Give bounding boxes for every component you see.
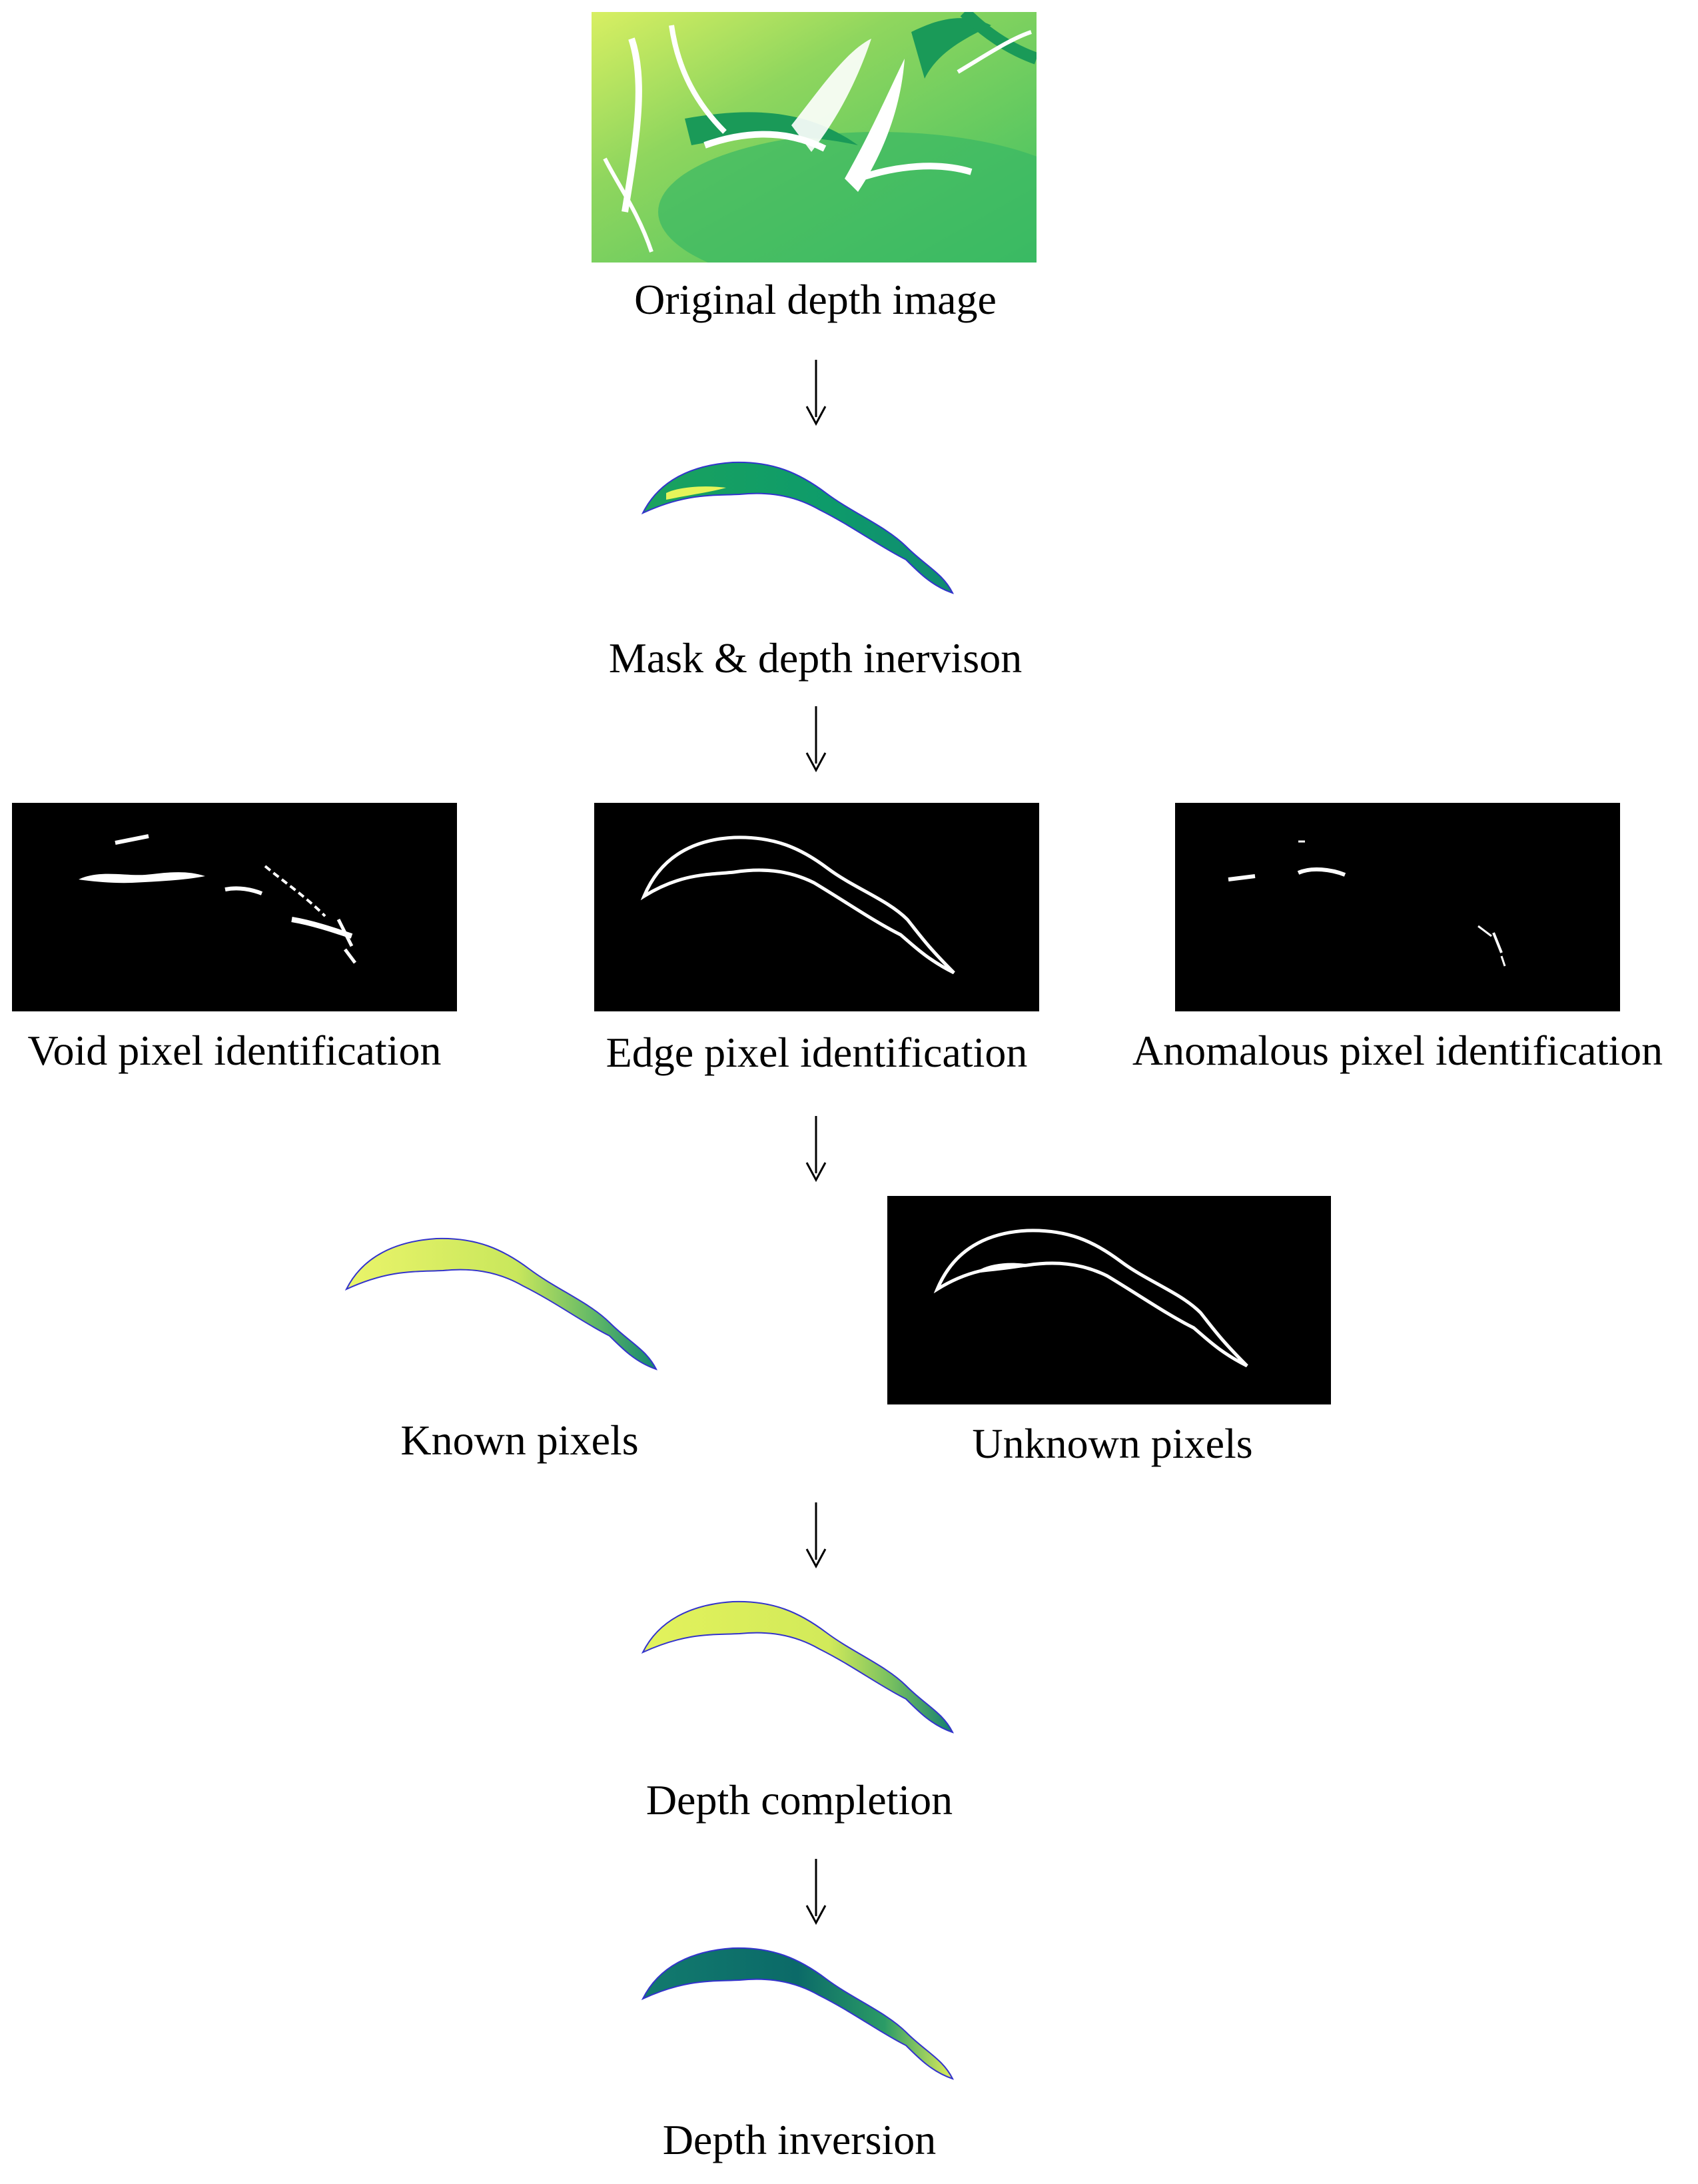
depth-inversion-image — [639, 1939, 959, 2085]
arrow-down-5 — [803, 1859, 829, 1925]
anomalous-pixel-panel — [1175, 803, 1620, 1011]
mask-leaf-image — [639, 453, 959, 600]
original-depth-image — [592, 12, 1037, 263]
caption-known-pixels: Known pixels — [400, 1416, 639, 1464]
caption-unknown-pixels: Unknown pixels — [972, 1420, 1253, 1467]
edge-pixel-panel — [594, 803, 1039, 1011]
unknown-pixels-panel — [887, 1196, 1331, 1404]
arrow-down-2 — [803, 706, 829, 773]
depth-completion-image — [639, 1592, 959, 1739]
caption-edge-pixel: Edge pixel identification — [606, 1029, 1028, 1076]
arrow-down-4 — [803, 1502, 829, 1569]
caption-original-depth-image: Original depth image — [634, 276, 997, 323]
caption-depth-inversion: Depth inversion — [662, 2116, 937, 2163]
void-pixel-panel — [12, 803, 457, 1011]
caption-depth-completion: Depth completion — [645, 1776, 953, 1824]
arrow-down-3 — [803, 1116, 829, 1183]
caption-anomalous-pixel: Anomalous pixel identification — [1132, 1027, 1663, 1074]
known-pixels-image — [343, 1229, 663, 1376]
caption-mask-inversion: Mask & depth inervison — [608, 634, 1023, 682]
caption-void-pixel: Void pixel identification — [27, 1027, 442, 1074]
arrow-down-1 — [803, 360, 829, 426]
